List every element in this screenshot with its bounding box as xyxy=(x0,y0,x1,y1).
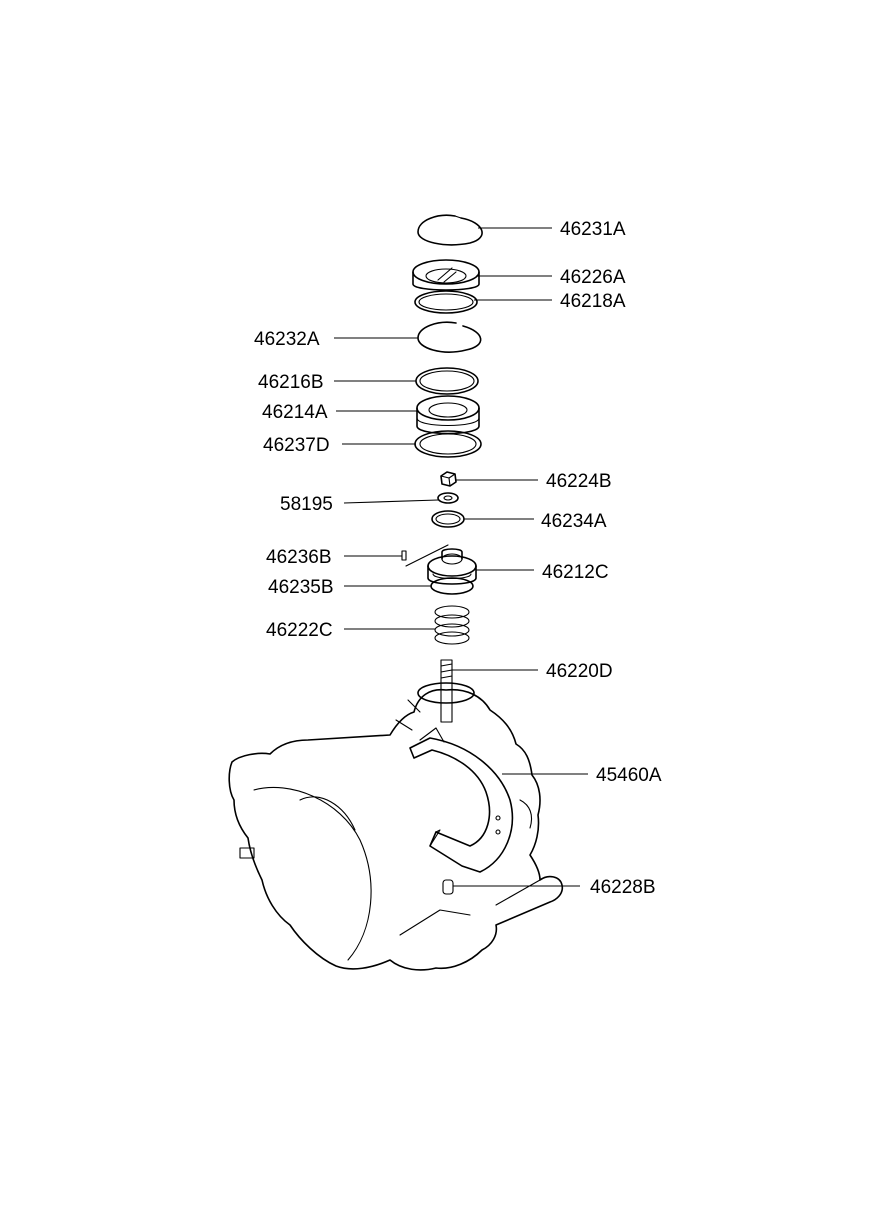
label-58195: 58195 xyxy=(280,494,333,515)
part-labels: 46231A 46226A 46218A 46232A 46216B 46214… xyxy=(254,219,662,898)
nut-46224B xyxy=(440,471,457,487)
seal-ring-46216B xyxy=(415,367,479,395)
seal-ring-46235B xyxy=(430,577,474,595)
label-46212C: 46212C xyxy=(542,562,609,583)
snap-ring-46231A xyxy=(417,214,483,246)
label-46214A: 46214A xyxy=(262,402,328,423)
washer-58195 xyxy=(437,492,459,504)
label-46224B: 46224B xyxy=(546,471,612,492)
label-46216B: 46216B xyxy=(258,372,324,393)
piston-46214A xyxy=(416,395,480,435)
label-46232A: 46232A xyxy=(254,329,320,350)
label-46237D: 46237D xyxy=(263,435,330,456)
label-46222C: 46222C xyxy=(266,620,333,641)
leader-lines xyxy=(334,227,588,887)
transmission-case xyxy=(228,688,564,971)
rod-46220D xyxy=(417,659,475,723)
brake-band-45460A xyxy=(409,727,514,873)
label-46234A: 46234A xyxy=(541,511,607,532)
seal-ring-46237D xyxy=(414,430,482,458)
spring-46222C xyxy=(434,605,470,645)
o-ring-46234A xyxy=(431,510,465,528)
piston-cover-46226A xyxy=(412,259,480,291)
label-46220D: 46220D xyxy=(546,661,613,682)
label-46218A: 46218A xyxy=(560,291,626,312)
snap-ring-46232A xyxy=(417,321,482,353)
label-46231A: 46231A xyxy=(560,219,626,240)
label-46235B: 46235B xyxy=(268,577,334,598)
label-46228B: 46228B xyxy=(590,877,656,898)
pin-46236B xyxy=(401,550,407,561)
pin-46228B xyxy=(442,879,454,895)
o-ring-46218A xyxy=(414,290,478,314)
label-45460A: 45460A xyxy=(596,765,662,786)
label-46226A: 46226A xyxy=(560,267,626,288)
label-46236B: 46236B xyxy=(266,547,332,568)
retainer-46212C xyxy=(405,544,477,585)
